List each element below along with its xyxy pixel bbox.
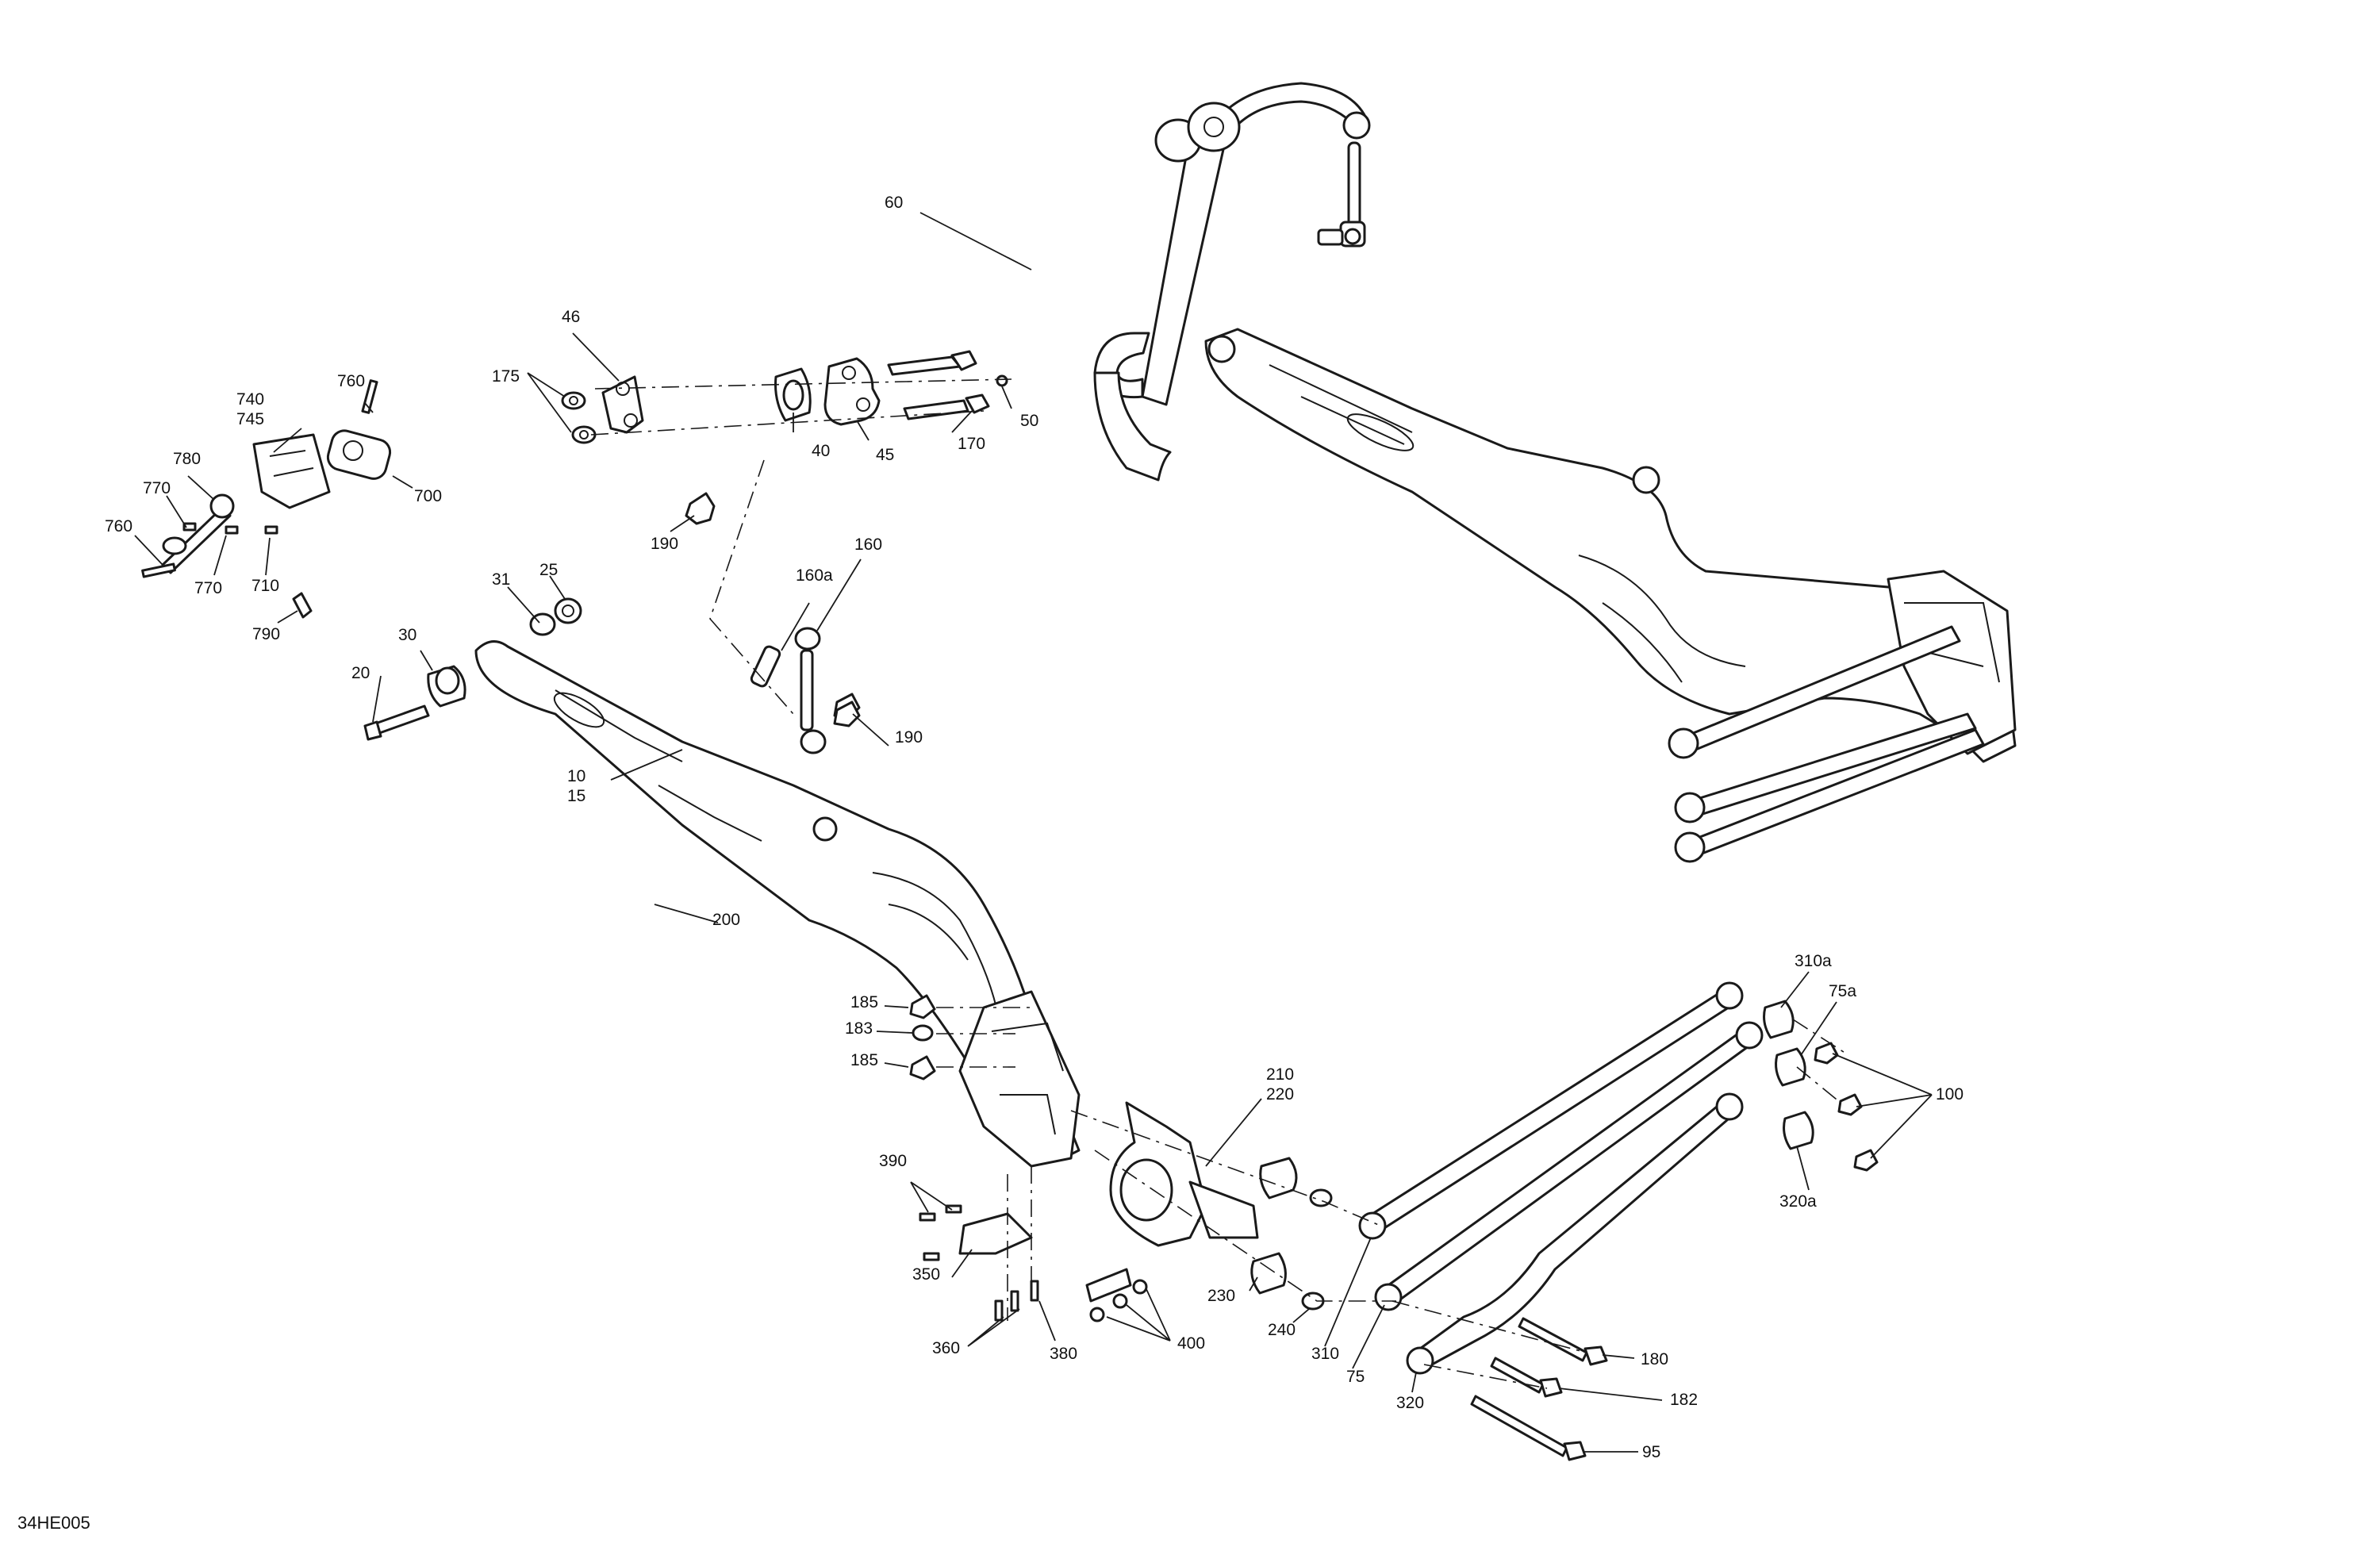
callout-170: 170 bbox=[958, 435, 985, 453]
callout-310a: 310a bbox=[1795, 952, 1832, 970]
callout-31: 31 bbox=[492, 570, 510, 589]
callout-labels: 60 46 175 40 45 170 50 190 760 740 745 7… bbox=[17, 194, 1964, 1533]
callout-46: 46 bbox=[562, 308, 580, 326]
callout-95: 95 bbox=[1642, 1443, 1660, 1461]
trailing-arm-bushing-parts bbox=[363, 597, 861, 754]
callout-160: 160 bbox=[854, 535, 882, 554]
callout-190-lower: 190 bbox=[895, 728, 923, 747]
callout-200: 200 bbox=[712, 911, 740, 929]
callout-390: 390 bbox=[879, 1152, 907, 1170]
callout-770-lower: 770 bbox=[194, 579, 222, 597]
callout-75a: 75a bbox=[1829, 982, 1856, 1000]
callout-760-left: 760 bbox=[105, 517, 132, 535]
callout-50: 50 bbox=[1020, 412, 1038, 430]
callout-790: 790 bbox=[252, 625, 280, 643]
callout-182: 182 bbox=[1670, 1391, 1698, 1409]
callout-25: 25 bbox=[539, 561, 558, 579]
callout-175: 175 bbox=[492, 367, 520, 386]
callout-360: 360 bbox=[932, 1339, 960, 1357]
callout-160a: 160a bbox=[796, 566, 833, 585]
callout-780: 780 bbox=[173, 450, 201, 468]
callout-40: 40 bbox=[812, 442, 830, 460]
callout-100: 100 bbox=[1936, 1085, 1964, 1104]
callout-380: 380 bbox=[1050, 1345, 1077, 1363]
callout-190-upper: 190 bbox=[651, 535, 678, 553]
left-trailing-arm bbox=[474, 640, 1081, 1168]
callout-710: 710 bbox=[251, 577, 279, 595]
callout-745: 745 bbox=[236, 410, 264, 428]
callout-770-upper: 770 bbox=[143, 479, 171, 497]
hub-and-bracket-parts bbox=[909, 994, 1333, 1322]
callout-210: 210 bbox=[1266, 1065, 1294, 1084]
callout-185-lower: 185 bbox=[850, 1051, 878, 1069]
callout-180: 180 bbox=[1641, 1350, 1668, 1368]
callout-310: 310 bbox=[1311, 1345, 1339, 1363]
callout-75: 75 bbox=[1346, 1368, 1365, 1386]
leader-lines bbox=[134, 212, 1933, 1453]
callout-740: 740 bbox=[236, 390, 264, 409]
callout-20: 20 bbox=[351, 664, 370, 682]
sway-bar-mount-hardware bbox=[561, 350, 1008, 720]
callout-240: 240 bbox=[1268, 1321, 1296, 1339]
callout-350: 350 bbox=[912, 1265, 940, 1284]
figure-code: 34HE005 bbox=[17, 1513, 90, 1533]
callout-400: 400 bbox=[1177, 1334, 1205, 1353]
callout-185-upper: 185 bbox=[850, 993, 878, 1011]
callout-30: 30 bbox=[398, 626, 416, 644]
control-rods bbox=[1358, 981, 1879, 1461]
callout-60: 60 bbox=[885, 194, 903, 212]
callout-220: 220 bbox=[1266, 1085, 1294, 1104]
assembled-right-trailing-arm bbox=[1204, 328, 2017, 863]
callout-320a: 320a bbox=[1779, 1192, 1817, 1211]
callout-700: 700 bbox=[414, 487, 442, 505]
callout-10: 10 bbox=[567, 767, 585, 785]
callout-45: 45 bbox=[876, 446, 894, 464]
assembly-lines bbox=[590, 378, 1849, 1389]
callout-183: 183 bbox=[845, 1019, 873, 1038]
callout-320: 320 bbox=[1396, 1394, 1424, 1412]
callout-15: 15 bbox=[567, 787, 585, 805]
sway-bar bbox=[1093, 82, 1371, 482]
callout-760-top: 760 bbox=[337, 372, 365, 390]
callout-230: 230 bbox=[1207, 1287, 1235, 1305]
shock-mount-assembly bbox=[141, 379, 392, 619]
